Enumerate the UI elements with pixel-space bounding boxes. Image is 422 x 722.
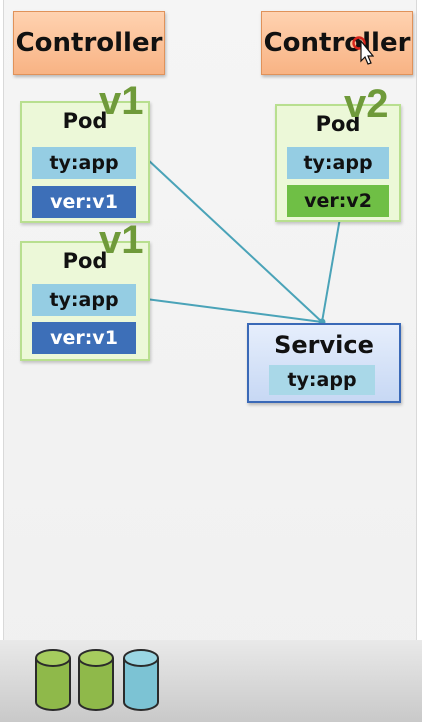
link-pod2-service <box>145 298 323 323</box>
pod-label-version: ver:v1 <box>32 186 136 218</box>
pod-title: Pod <box>62 109 108 133</box>
pod-label-type: ty:app <box>287 147 389 179</box>
version-tag-v1-top: v1 <box>99 79 144 123</box>
pod-title: Pod <box>315 112 361 136</box>
controller-right-label: Controller <box>263 28 411 58</box>
link-pod3-service <box>321 217 341 323</box>
pod-label-type: ty:app <box>32 284 136 316</box>
service-selector-label: ty:app <box>269 365 375 395</box>
controller-left-label: Controller <box>15 28 163 58</box>
service-title: Service <box>274 331 374 359</box>
mouse-cursor-icon <box>352 36 374 65</box>
link-pod1-service <box>145 157 323 323</box>
pod-v2[interactable]: Pod ty:app ver:v2 <box>275 104 401 222</box>
pod-v1-bottom[interactable]: Pod ty:app ver:v1 <box>20 241 150 361</box>
service-box[interactable]: Service ty:app <box>247 323 401 403</box>
controller-left[interactable]: Controller <box>13 11 165 75</box>
controller-right[interactable]: Controller <box>261 11 413 75</box>
pod-v1-top[interactable]: Pod ty:app ver:v1 <box>20 101 150 223</box>
version-tag-v1-bottom: v1 <box>99 218 144 262</box>
green-cylinder-icon <box>78 649 114 711</box>
green-cylinder-icon <box>35 649 71 711</box>
pod-label-version: ver:v2 <box>287 185 389 217</box>
pod-label-type: ty:app <box>32 147 136 179</box>
blue-cylinder-icon <box>123 649 159 711</box>
pod-title: Pod <box>62 249 108 273</box>
version-tag-v2: v2 <box>344 82 389 126</box>
pod-label-version: ver:v1 <box>32 322 136 354</box>
